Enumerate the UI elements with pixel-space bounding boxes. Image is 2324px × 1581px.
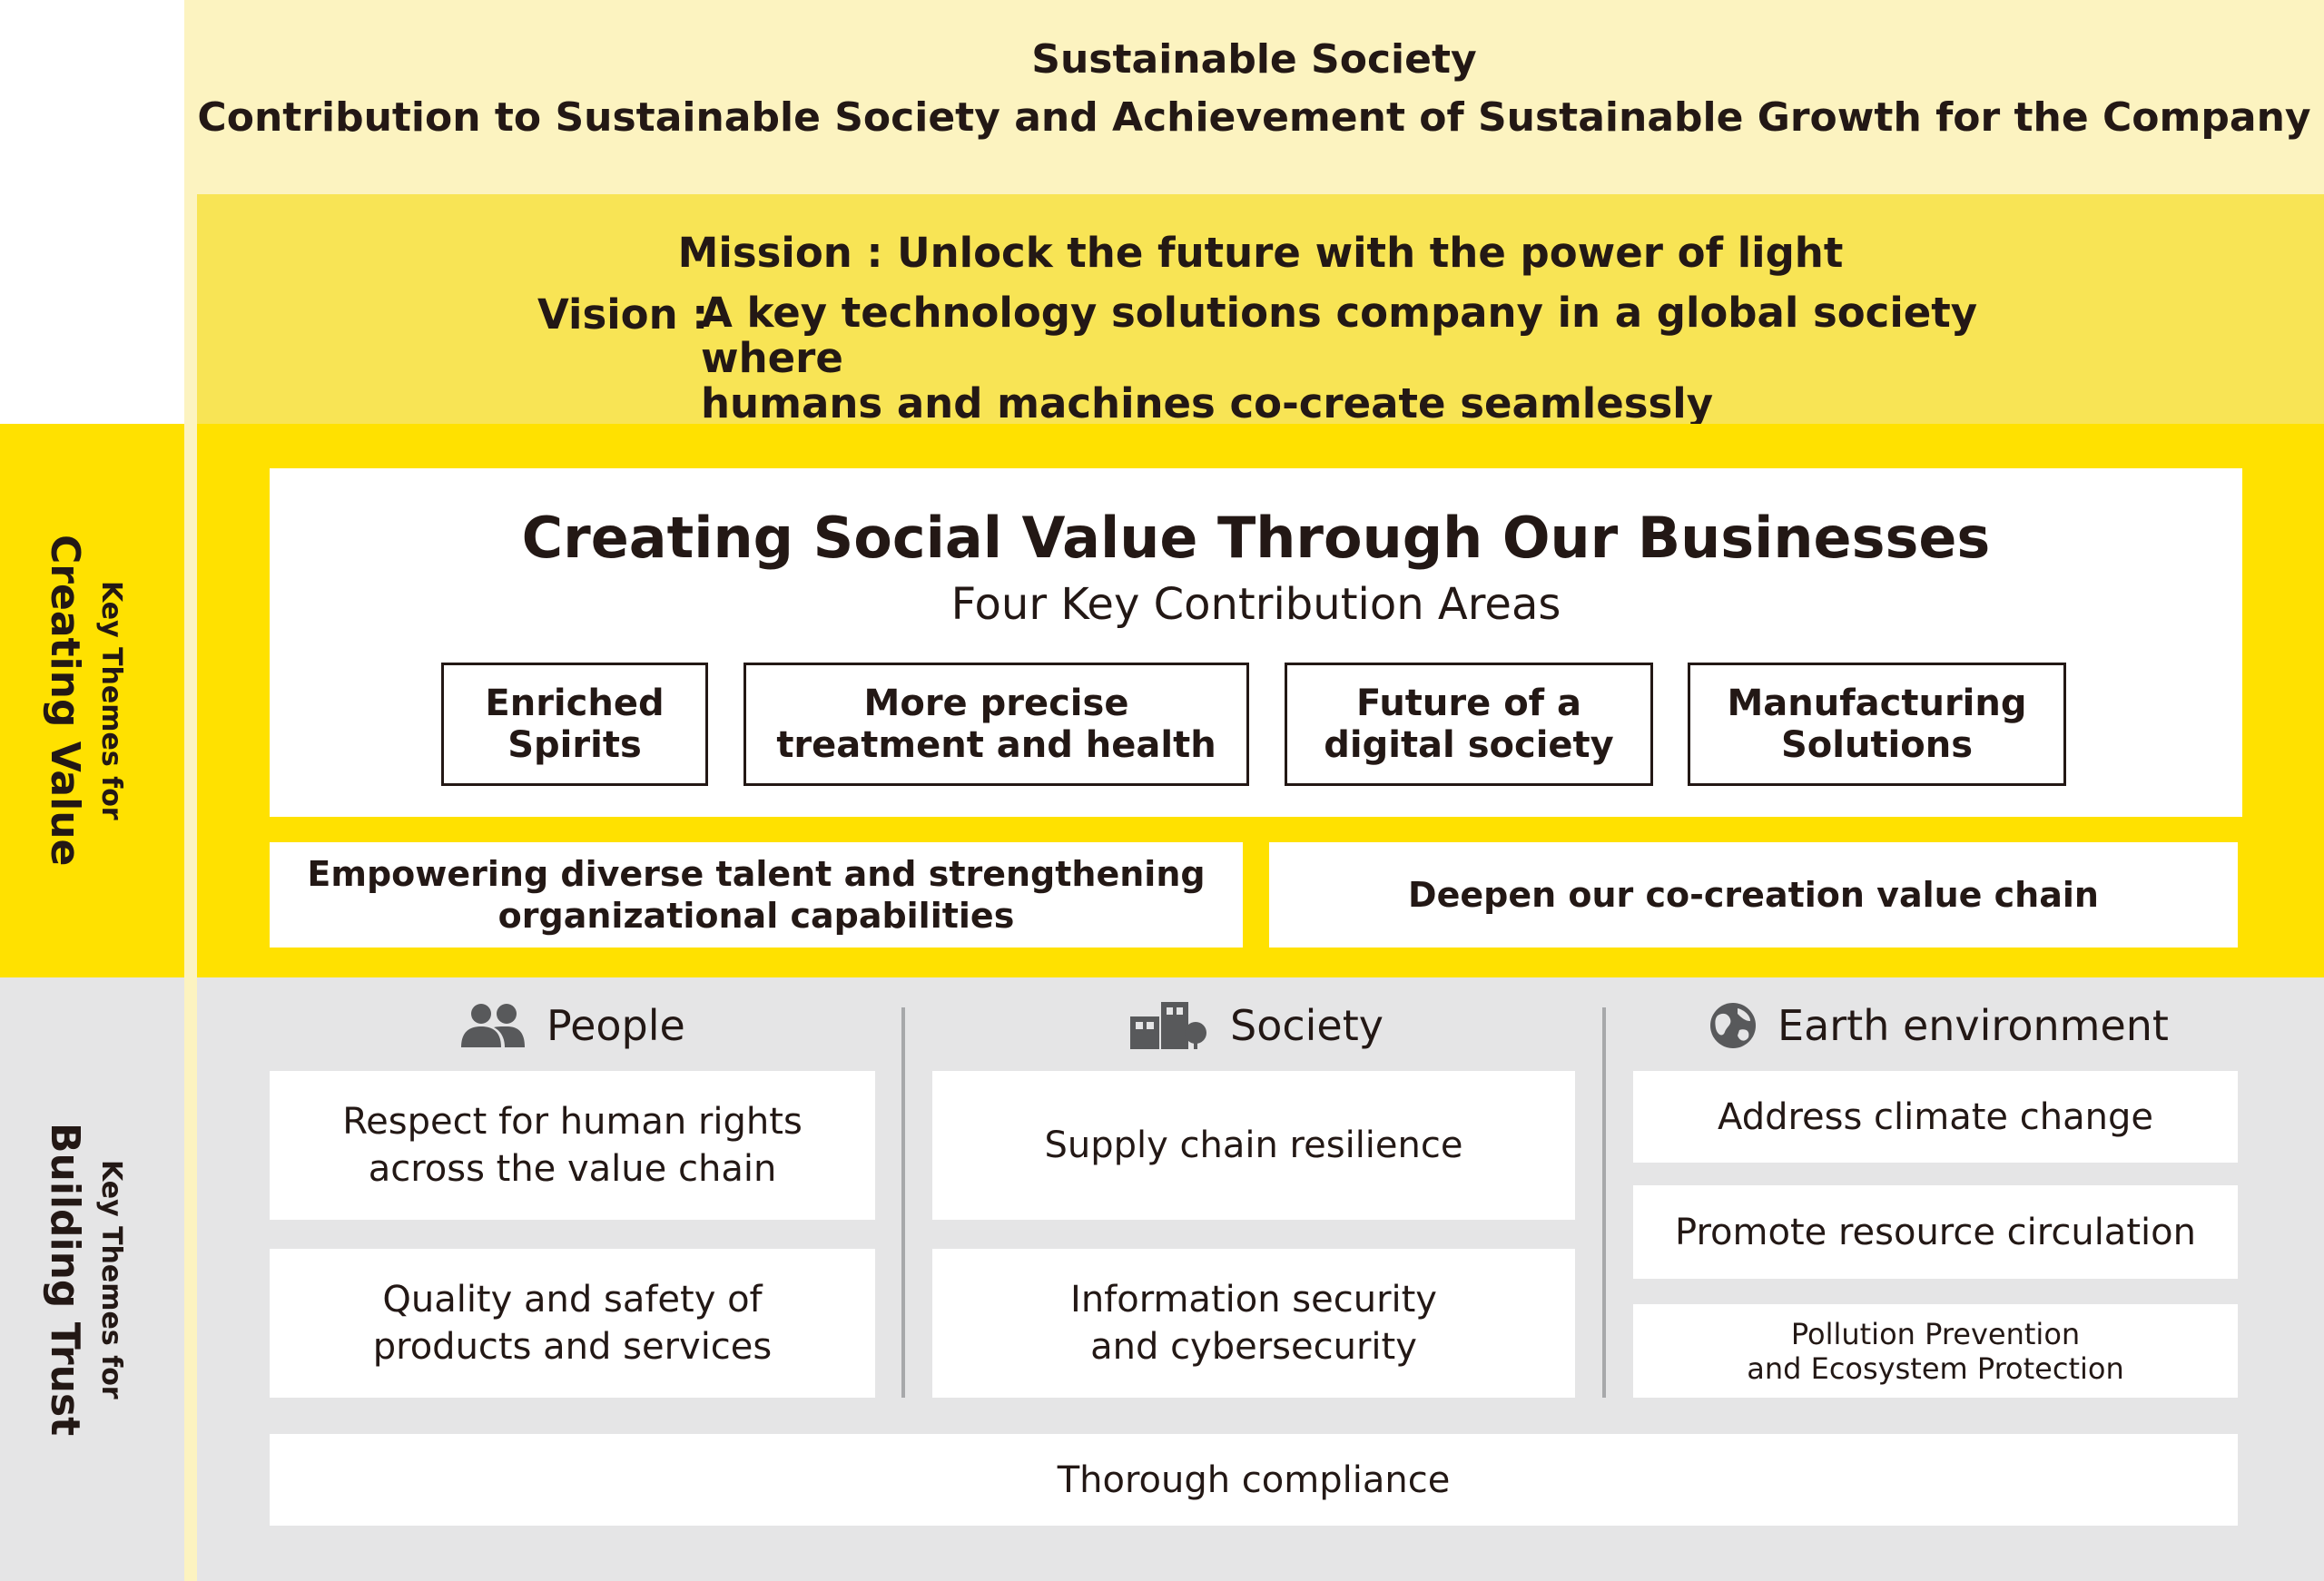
area-line-1: More precise <box>863 682 1129 724</box>
column-divider <box>901 1007 905 1398</box>
contribution-area-manufacturing: Manufacturing Solutions <box>1688 663 2066 786</box>
people-item-human-rights: Respect for human rights across the valu… <box>270 1071 875 1220</box>
social-value-title: Creating Social Value Through Our Busine… <box>521 505 1991 571</box>
card-line-1: Pollution Prevention <box>1790 1316 2081 1351</box>
creating-value-side-label-small: Key Themes for <box>95 581 127 820</box>
earth-item-climate-change: Address climate change <box>1633 1071 2238 1163</box>
area-line-2: digital society <box>1324 724 1614 766</box>
area-line-1: Enriched <box>485 682 665 724</box>
sustainable-society-subtitle: Contribution to Sustainable Society and … <box>197 94 2311 141</box>
card-line-2: products and services <box>372 1326 773 1368</box>
vision-line-1: A key technology solutions company in a … <box>701 289 1978 382</box>
vision-label: Vision : <box>537 290 709 339</box>
area-line-1: Future of a <box>1356 682 1581 724</box>
creating-value-side-band <box>0 424 184 977</box>
card-line-1: Respect for human rights <box>342 1101 803 1143</box>
social-value-subtitle: Four Key Contribution Areas <box>950 579 1561 630</box>
card-line-2: and Ecosystem Protection <box>1747 1350 2124 1386</box>
people-item-quality-safety: Quality and safety of products and servi… <box>270 1249 875 1398</box>
foundation-value-chain: Deepen our co-creation value chain <box>1269 842 2238 948</box>
earth-environment-heading: Earth environment <box>1709 997 2169 1055</box>
foundation-talent: Empowering diverse talent and strengthen… <box>270 842 1243 948</box>
earth-item-pollution-prevention: Pollution Prevention and Ecosystem Prote… <box>1633 1304 2238 1398</box>
foundation-line-2: organizational capabilities <box>497 896 1015 936</box>
column-divider <box>1602 1007 1606 1398</box>
card-line-2: across the value chain <box>368 1148 777 1190</box>
area-line-2: treatment and health <box>776 724 1216 766</box>
vision-line-2: humans and machines co-create seamlessly <box>701 379 1714 427</box>
creating-value-side-label-large: Creating Value <box>42 535 88 867</box>
thorough-compliance: Thorough compliance <box>270 1434 2238 1526</box>
people-heading-label: People <box>547 1001 685 1050</box>
area-line-2: Solutions <box>1780 724 1974 766</box>
vision-statement: A key technology solutions company in a … <box>701 290 2063 427</box>
society-item-information-security: Information security and cybersecurity <box>932 1249 1575 1398</box>
card-line-1: Information security <box>1070 1279 1437 1321</box>
buildings-icon <box>1130 1002 1206 1049</box>
society-heading-label: Society <box>1230 1001 1384 1050</box>
card-line-1: Supply chain resilience <box>1044 1124 1463 1166</box>
building-trust-side-label-large: Building Trust <box>42 1122 88 1437</box>
mission-vision-band <box>197 194 2324 425</box>
compliance-label: Thorough compliance <box>1057 1458 1451 1501</box>
card-line-1: Promote resource circulation <box>1675 1211 2196 1253</box>
earth-item-resource-circulation: Promote resource circulation <box>1633 1185 2238 1279</box>
contribution-area-digital-society: Future of a digital society <box>1285 663 1653 786</box>
card-line-1: Quality and safety of <box>382 1279 763 1321</box>
contribution-area-treatment-health: More precise treatment and health <box>743 663 1249 786</box>
people-heading: People <box>459 997 685 1055</box>
globe-icon <box>1710 1003 1756 1048</box>
area-line-1: Manufacturing <box>1727 682 2027 724</box>
area-line-2: Spirits <box>507 724 642 766</box>
card-line-2: and cybersecurity <box>1090 1326 1417 1368</box>
society-heading: Society <box>1128 997 1384 1055</box>
foundation-line-1: Deepen our co-creation value chain <box>1408 875 2099 915</box>
sustainable-society-title: Sustainable Society <box>1031 36 1477 83</box>
mission-statement: Mission : Unlock the future with the pow… <box>677 229 1844 277</box>
society-item-supply-chain: Supply chain resilience <box>932 1071 1575 1220</box>
foundation-line-1: Empowering diverse talent and strengthen… <box>307 854 1206 894</box>
card-line-1: Address climate change <box>1718 1095 2153 1138</box>
earth-environment-heading-label: Earth environment <box>1777 1001 2169 1050</box>
contribution-area-enriched-spirits: Enriched Spirits <box>441 663 708 786</box>
people-icon <box>461 1004 525 1047</box>
building-trust-side-label-small: Key Themes for <box>95 1159 127 1399</box>
building-trust-side-band <box>0 977 184 1581</box>
